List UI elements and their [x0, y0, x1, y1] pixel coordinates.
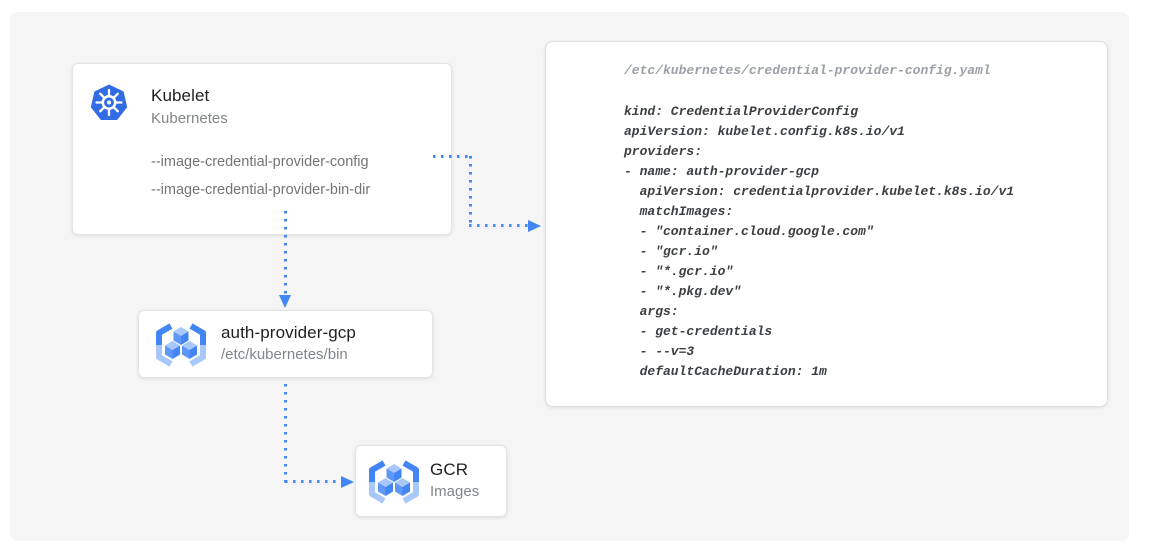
connector-flag-to-config-segment-2 [469, 156, 472, 227]
config-file-path: /etc/kubernetes/credential-provider-conf… [624, 63, 991, 78]
kubelet-card: Kubelet Kubernetes --image-credential-pr… [72, 63, 452, 235]
gcr-icon [369, 460, 419, 504]
credential-provider-config-panel: /etc/kubernetes/credential-provider-conf… [545, 41, 1108, 407]
kubelet-card-title: Kubelet [151, 86, 210, 105]
auth-provider-card-subtitle: /etc/kubernetes/bin [221, 346, 348, 363]
connector-kubelet-to-auth-segment [284, 211, 287, 296]
kubelet-flag-config: --image-credential-provider-config [151, 154, 369, 170]
gcr-card: GCR Images [355, 445, 507, 517]
connector-flag-to-config-segment-3 [469, 224, 528, 227]
auth-provider-gcp-card: auth-provider-gcp /etc/kubernetes/bin [138, 310, 433, 378]
kubernetes-icon [90, 84, 128, 120]
auth-provider-card-title: auth-provider-gcp [221, 323, 356, 342]
config-yaml-code: kind: CredentialProviderConfig apiVersio… [624, 104, 1015, 379]
arrowhead-to-auth-provider-icon [279, 295, 291, 308]
gcr-card-title: GCR [430, 460, 469, 479]
connector-auth-to-gcr-segment-2 [285, 480, 341, 483]
arrowhead-to-gcr-icon [341, 476, 354, 488]
kubelet-flags: --image-credential-provider-config --ima… [151, 148, 370, 204]
gcr-icon [156, 323, 206, 367]
arrowhead-to-config-panel-icon [528, 220, 541, 232]
kubelet-flag-bin-dir: --image-credential-provider-bin-dir [151, 182, 371, 198]
connector-flag-to-config-segment-1 [433, 155, 471, 158]
gcr-card-subtitle: Images [430, 483, 480, 500]
kubelet-card-subtitle: Kubernetes [151, 110, 228, 127]
connector-auth-to-gcr-segment-1 [284, 384, 287, 483]
